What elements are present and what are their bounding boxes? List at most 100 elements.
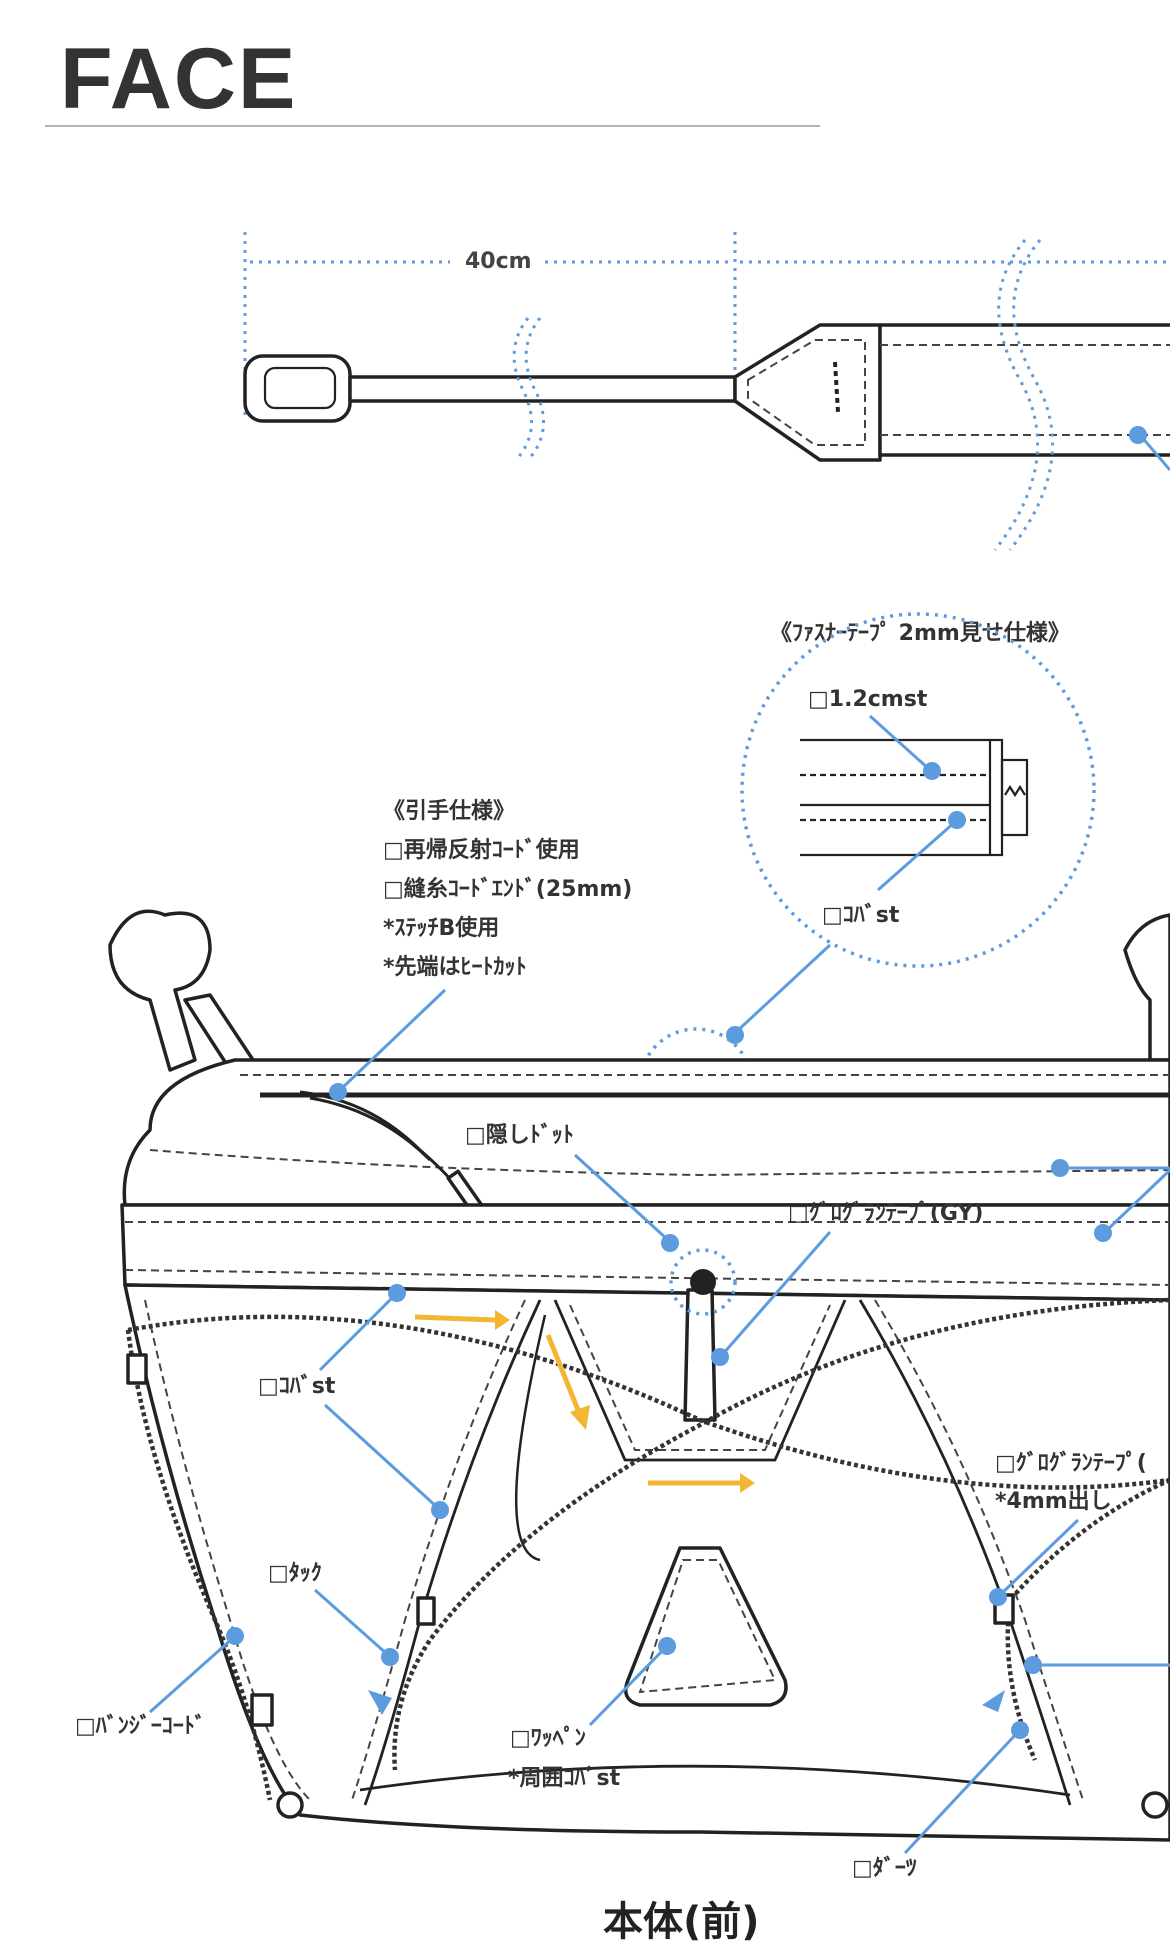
break-mark-4 [993,239,1039,551]
right-panel-stitch [874,1299,1084,1801]
koba-left-leader-1 [318,1293,397,1372]
band-dot-right-1 [1051,1159,1069,1177]
flow-arrow-2-head [570,1405,590,1430]
dart-dot [1011,1721,1029,1739]
grosgrain-right-label: □ｸﾞﾛｸﾞﾗﾝﾃｰﾌﾟ( [995,1450,1147,1476]
koba-detail-leader [877,820,956,892]
strap-tab [733,323,882,462]
koba-detail-dot [948,811,966,829]
strap-cord [348,375,737,403]
webbing-callout-dot [1129,426,1147,444]
strap-tab-stitch [747,339,866,446]
wappen-dot [658,1637,676,1655]
band-dot-right-2 [1094,1224,1112,1242]
bag-body [108,909,1170,1842]
grosgrain-gy-leader [720,1231,832,1356]
cord-lock-bottom-left [250,1693,274,1727]
detail-link-leader [733,943,832,1035]
koba-left-leader-2 [323,1403,440,1510]
right-cord-toggle [1123,913,1170,1062]
flow-arrow-1 [414,1314,496,1323]
waist-band [120,1203,1170,1302]
section-end [988,738,1004,857]
bungee-cord-1 [127,1314,1170,1490]
strap-webbing [878,323,1170,457]
center-flap-stitch [569,1304,831,1451]
koba-left-label: □ｺﾊﾞst [258,1373,336,1399]
webbing-leader [1138,434,1170,471]
left-panel-stitch [351,1299,526,1801]
hidden-dot [690,1269,716,1295]
body-stitch-left [144,1299,311,1801]
dart-arrow [982,1690,1005,1712]
left-cord-toggle [108,909,212,1072]
stitch-12-dot [923,762,941,780]
left-panel-seam [363,1299,542,1806]
callout-labels: 《引手仕様》 □再帰反射ｺｰﾄﾞ使用 □縫糸ｺｰﾄﾞｴﾝﾄﾞ(25mm) *ｽﾃ… [75,798,1170,1945]
flow-arrow-2 [545,1334,583,1416]
zipper-detail: 《ﾌｧｽﾅｰﾃｰﾌﾟ 2mm見せ仕様》 □1.2cmst □ｺﾊﾞst [638,612,1096,1143]
bungee-cord-3 [125,1329,273,1801]
center-crease-left [514,1314,547,1562]
title-divider [45,125,820,127]
wappen-leader [588,1646,667,1727]
koba-detail-label: □ｺﾊﾞst [822,902,900,928]
puller-cord-2 [309,1096,432,1162]
koba-left-dot-1 [388,1284,406,1302]
cord-lock-tuck [416,1596,436,1626]
cord-lock-left [126,1353,148,1385]
puller-line2: □縫糸ｺｰﾄﾞｴﾝﾄﾞ(25mm) [383,876,632,902]
detail-circle [740,612,1096,968]
koba-left-dot-2 [431,1501,449,1519]
cord-eyelet-left [276,1791,304,1819]
stitch-12-label: □1.2cmst [808,687,928,712]
tuck-label: □ﾀｯｸ [268,1561,322,1586]
cord-eyelet-right [1141,1791,1169,1819]
bungee-leader [149,1636,234,1714]
hidden-dot-ring [669,1248,737,1316]
bungee-dot [226,1627,244,1645]
right-body-dot [1024,1656,1042,1674]
grosgrain-right-dot [989,1588,1007,1606]
hidden-dot-callout [661,1234,679,1252]
puller-line1: □再帰反射ｺｰﾄﾞ使用 [383,837,580,863]
band-leader-right-2 [1103,1168,1170,1234]
hidden-dot-label: □隠しﾄﾞｯﾄ [465,1122,574,1148]
grosgrain-gy-dot [711,1348,729,1366]
wappen-label: □ﾜｯﾍﾟﾝ [510,1725,586,1751]
drawing-caption: 本体(前) [603,1899,760,1945]
stitch-12-leader [868,714,932,772]
bungee-cord-4 [1005,1477,1170,1761]
puller-leader [338,988,447,1092]
teeth-zigzag [1004,784,1026,798]
tuck-dot [381,1648,399,1666]
strap-buckle-inner [263,366,337,410]
top-zip-panel [122,1058,1170,1207]
tuck-leader [314,1588,389,1657]
page-title: FACE [60,31,298,127]
wappen-note: *周囲ｺﾊﾞst [508,1765,621,1791]
top-panel-stitch-2 [149,1149,1170,1177]
zipper-teeth [1000,758,1029,837]
dart-label: □ﾀﾞｰﾂ [852,1855,917,1881]
bottom-seam [359,1764,1071,1797]
dart-leader [903,1730,1020,1855]
bungee-label: □ﾊﾞﾝｼﾞｰｺｰﾄﾞ [75,1713,206,1739]
break-mark-3 [1008,239,1054,551]
hidden-dot-leader [573,1153,670,1242]
puller-title: 《引手仕様》 [383,798,515,824]
grosgrain-right-leader [998,1518,1080,1597]
puller-line3: *ｽﾃｯﾁB使用 [383,916,499,941]
puller-dot [329,1083,347,1101]
zipper-tape-note: 《ﾌｧｽﾅｰﾃｰﾌﾟ 2mm見せ仕様》 [770,620,1070,646]
flow-arrow-1-head [495,1310,510,1330]
band-stitch-bottom [124,1269,1170,1286]
center-flap [553,1299,847,1462]
puller-line4: *先端はﾋｰﾄｶｯﾄ [383,955,527,980]
flow-arrow-3-head [740,1473,755,1493]
strap-drawing: 40cm [243,232,1170,551]
tuck-arrow [368,1690,392,1715]
grosgrain-gy-label: □ｸﾞﾛｸﾞﾗﾝﾃｰﾌﾟ(GY) [788,1200,983,1226]
strap-length-label: 40cm [465,249,532,274]
